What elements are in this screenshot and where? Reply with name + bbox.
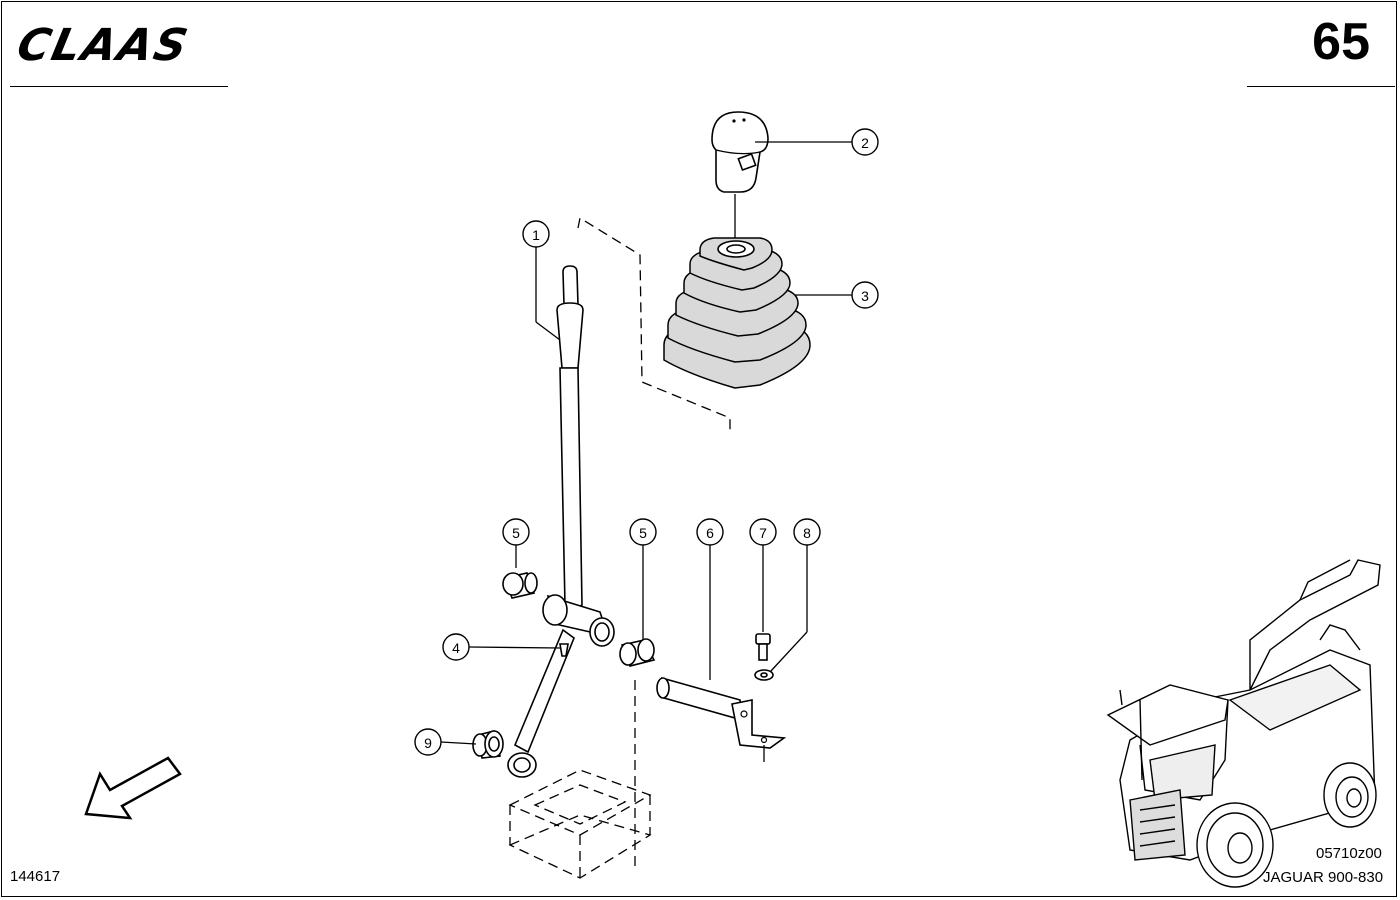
callout-7: 7 <box>749 518 777 546</box>
gear-lever-part <box>507 265 615 778</box>
callout-5a: 5 <box>502 518 530 546</box>
document-number: 144617 <box>10 868 61 885</box>
callout-8: 8 <box>793 518 821 546</box>
svg-text:1: 1 <box>532 227 540 243</box>
image-code: 05710z00 <box>1316 845 1382 862</box>
header-rule-right <box>1247 86 1395 87</box>
model-designation: JAGUAR 900-830 <box>1263 869 1384 886</box>
bolt-part <box>755 633 771 661</box>
bush-part-left <box>502 572 538 599</box>
callout-3: 3 <box>851 281 879 309</box>
callout-1: 1 <box>522 220 550 248</box>
arrow-down-left-icon <box>84 756 182 820</box>
callout-4: 4 <box>442 633 470 661</box>
header-rule-left <box>10 86 228 87</box>
grommet-part <box>472 730 504 759</box>
washer-part <box>754 669 774 681</box>
callout-2: 2 <box>851 128 879 156</box>
svg-text:2: 2 <box>861 135 869 151</box>
rubber-boot-part <box>663 237 811 389</box>
svg-text:5: 5 <box>639 525 647 541</box>
svg-text:9: 9 <box>424 735 432 751</box>
svg-text:8: 8 <box>803 525 811 541</box>
callout-6: 6 <box>696 518 724 546</box>
forage-harvester-icon <box>1106 559 1381 888</box>
callout-5b: 5 <box>629 518 657 546</box>
phantom-base-frame <box>508 769 652 879</box>
knob-part <box>711 111 769 193</box>
callout-9: 9 <box>414 728 442 756</box>
svg-text:7: 7 <box>759 525 767 541</box>
page-number: 65 <box>1312 13 1370 71</box>
svg-text:4: 4 <box>452 640 460 656</box>
shaft-bracket-part <box>656 676 787 749</box>
svg-text:6: 6 <box>706 525 714 541</box>
svg-text:3: 3 <box>861 288 869 304</box>
bush-part-right <box>619 638 656 667</box>
svg-text:5: 5 <box>512 525 520 541</box>
